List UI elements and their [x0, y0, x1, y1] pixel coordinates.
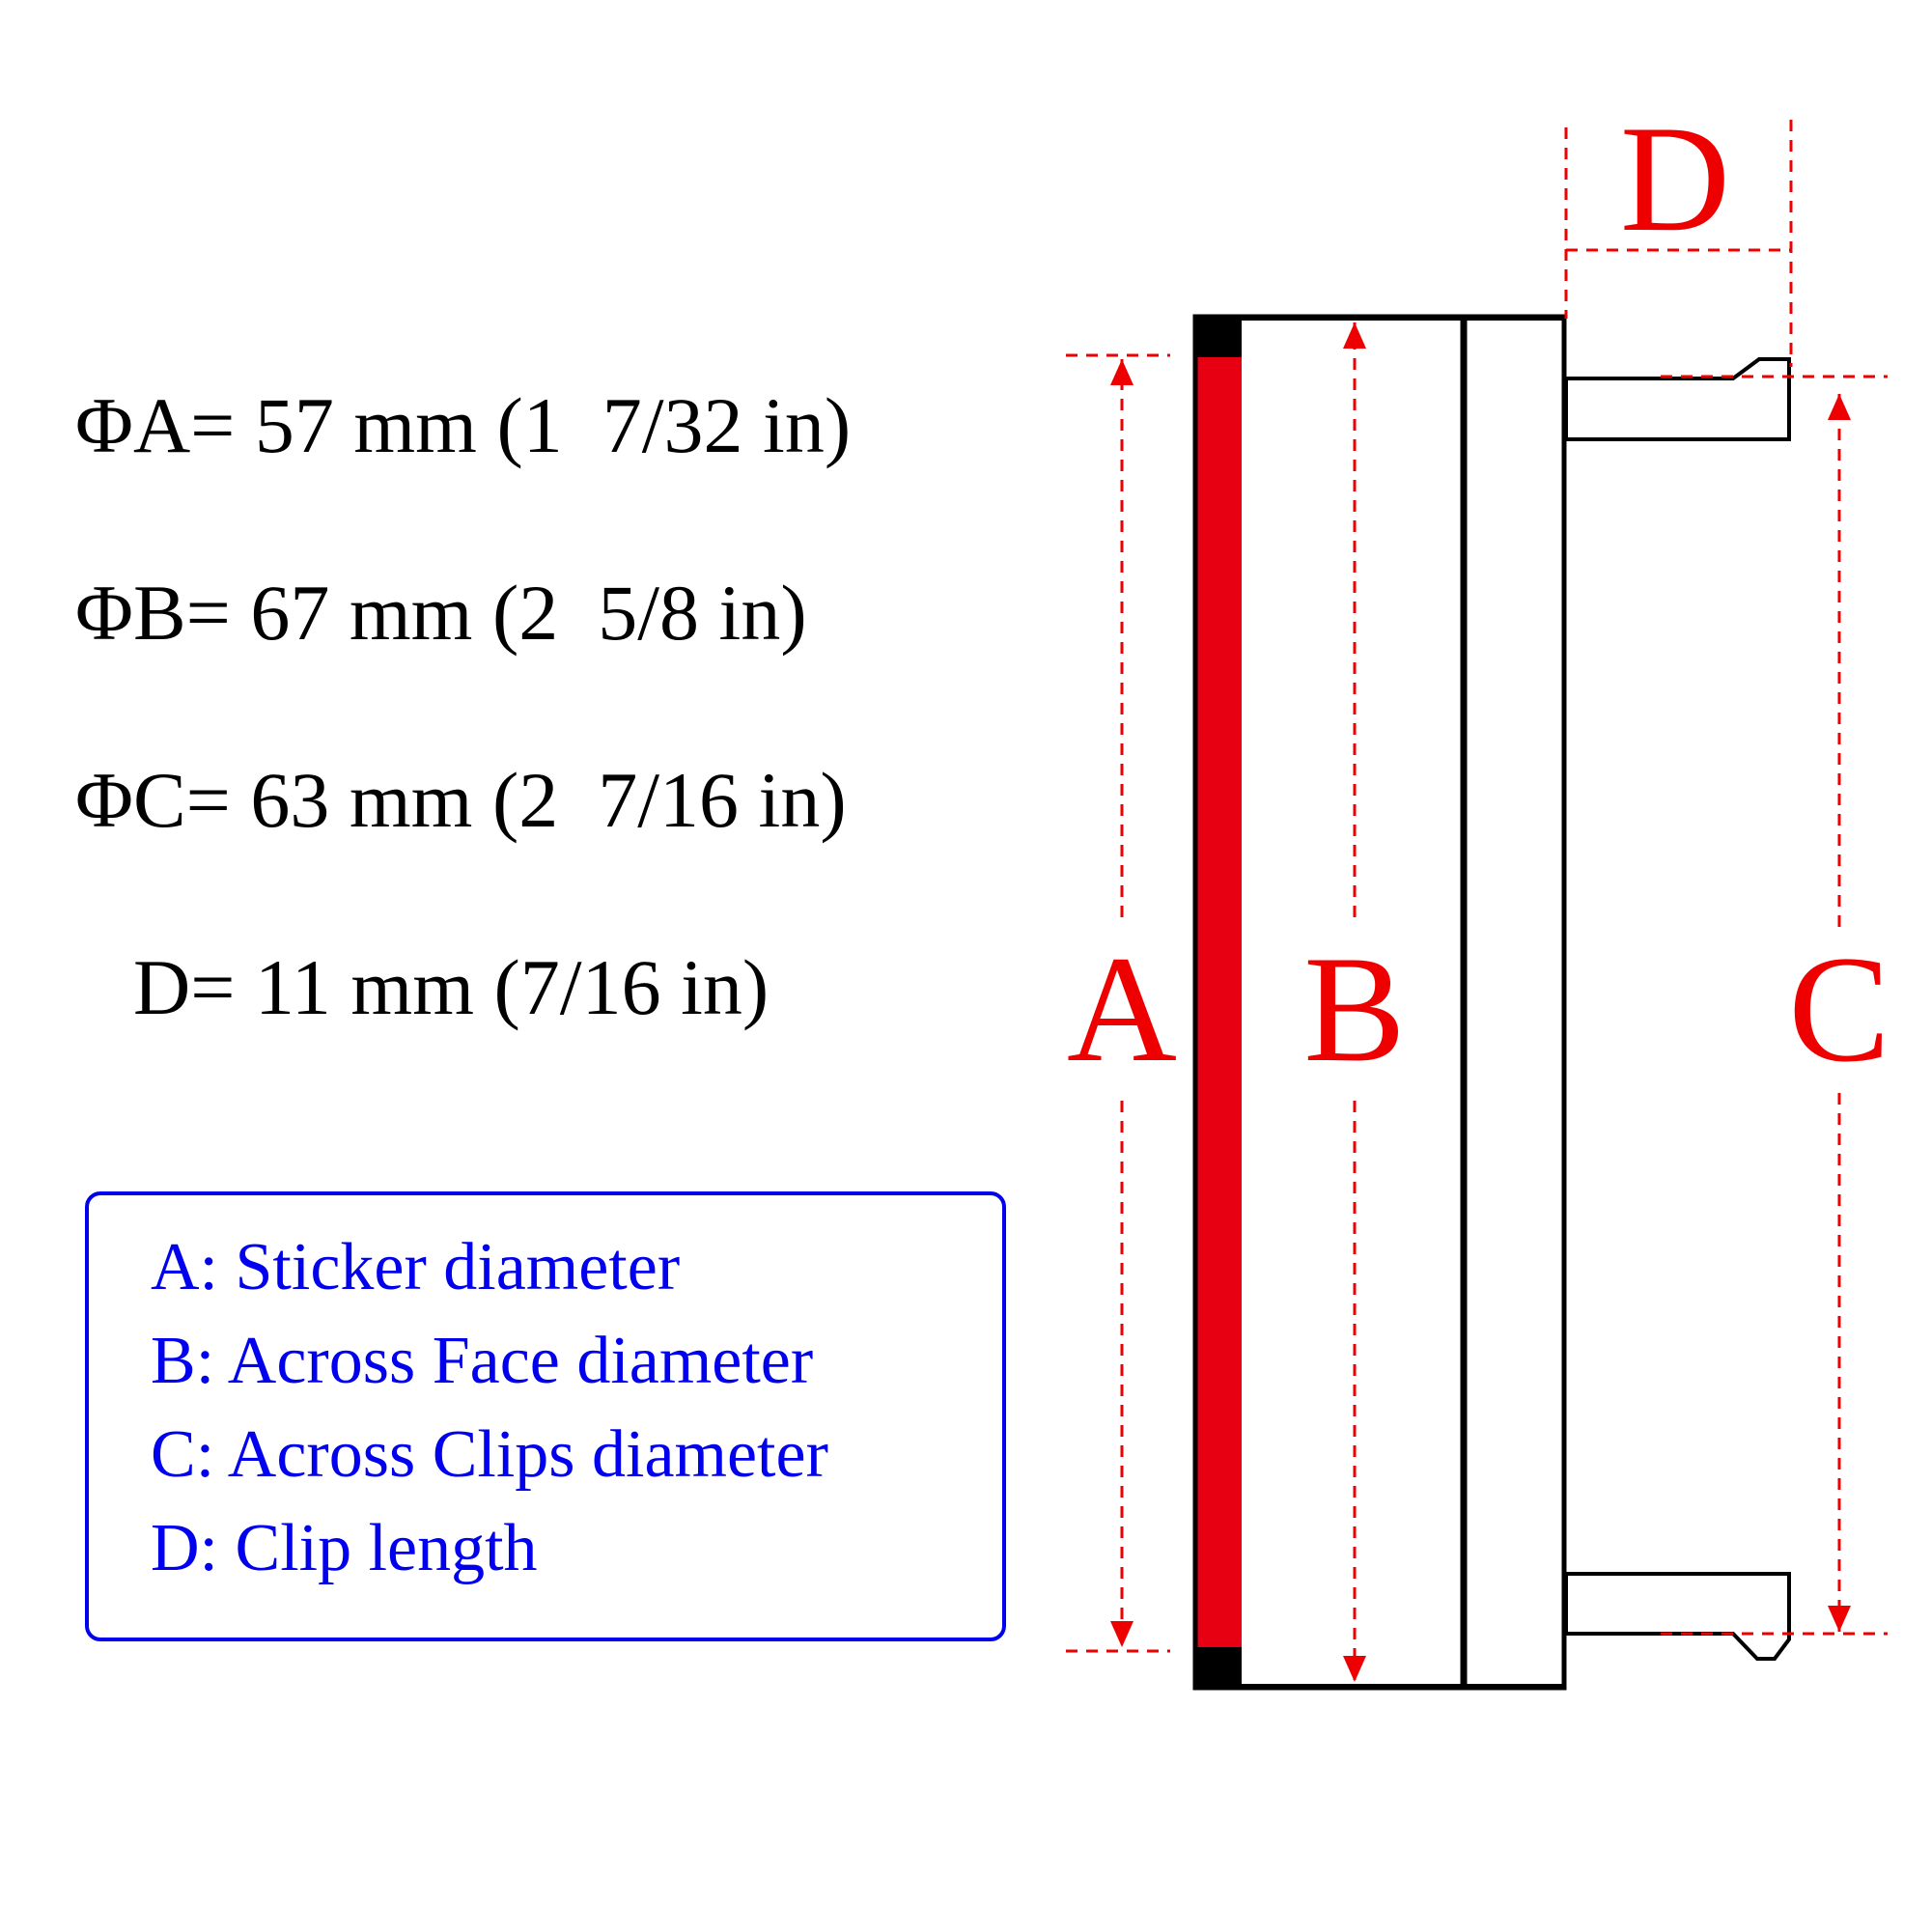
bottom-clip	[1564, 1572, 1791, 1661]
spec-b: ΦB= 67 mm (2 5/8 in)	[75, 569, 807, 657]
cap-outer-border	[1192, 314, 1567, 1691]
legend-item-a: A: Sticker diameter	[151, 1230, 681, 1304]
legend-item-d: D: Clip length	[151, 1511, 538, 1585]
dimension-a	[1066, 353, 1170, 1653]
cap-outline	[1195, 317, 1566, 1688]
spec-d: D= 11 mm (7/16 in)	[133, 943, 770, 1031]
top-clip	[1564, 357, 1791, 441]
legend-box: A: Sticker diameter B: Across Face diame…	[85, 1191, 1006, 1641]
sticker-strip	[1197, 319, 1242, 1686]
legend-item-b: B: Across Face diameter	[151, 1324, 814, 1398]
dimension-label-a: A	[1067, 925, 1177, 1094]
spec-a: ΦA= 57 mm (1 7/32 in)	[75, 381, 852, 469]
sticker-top-edge	[1197, 319, 1242, 357]
sticker-bottom-edge	[1197, 1647, 1242, 1686]
cap-body	[1192, 314, 1567, 1691]
dimension-label-d: D	[1620, 95, 1730, 264]
legend-item-c: C: Across Clips diameter	[151, 1417, 828, 1492]
dimension-label-c: C	[1788, 925, 1889, 1094]
dimension-d	[1564, 120, 1793, 367]
dimension-c	[1661, 375, 1888, 1636]
spec-c: ΦC= 63 mm (2 7/16 in)	[75, 756, 847, 844]
dimension-label-b: B	[1303, 925, 1405, 1094]
